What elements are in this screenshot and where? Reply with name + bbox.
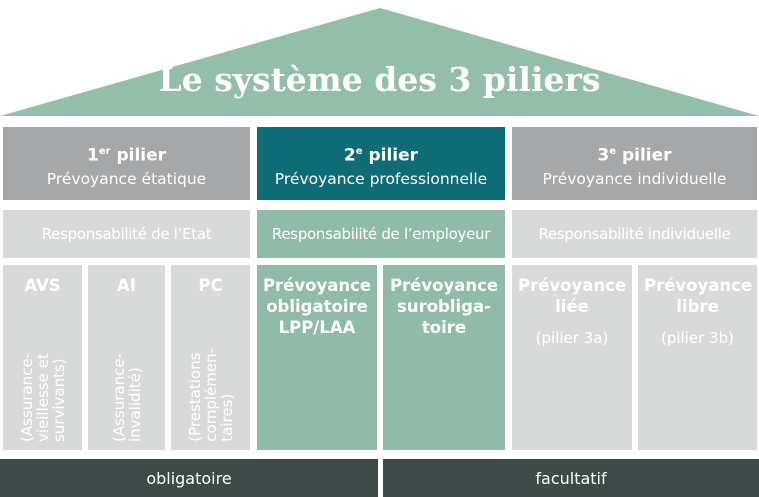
pillar-1-header: 1er pilier Prévoyance étatique xyxy=(3,127,250,200)
pillar-name: Prévoyance individuelle xyxy=(542,169,727,188)
box-avs: AVS (Assurance- vieillesse et survivants… xyxy=(3,265,82,450)
pillar-3-header: 3e pilier Prévoyance individuelle xyxy=(512,127,757,200)
box-3b: Prévoyance libre (pilier 3b) xyxy=(638,265,757,450)
roof xyxy=(0,8,759,116)
box-heading: AVS xyxy=(24,276,61,295)
box-heading: AI xyxy=(117,276,136,295)
pillar-2-header: 2e pilier Prévoyance professionnelle xyxy=(257,127,505,200)
pillar-sup: er xyxy=(98,146,111,157)
pillar-word: pilier xyxy=(621,145,672,166)
pillar-number: 2 xyxy=(343,145,356,166)
box-description: (Assurance- vieillesse et survivants) xyxy=(17,352,68,442)
pillar-name: Prévoyance professionnelle xyxy=(274,169,488,188)
pillar-sup: e xyxy=(609,146,617,157)
box-heading: Prévoyance surobliga-toire xyxy=(389,276,499,337)
diagram-title: Le système des 3 piliers xyxy=(158,60,601,99)
box-heading: Prévoyance liée xyxy=(518,276,627,316)
box-surobligatoire: Prévoyance surobliga-toire xyxy=(383,265,505,450)
responsibility-employer: Responsabilité de l’employeur xyxy=(257,210,505,258)
box-description: (Assurance- invalidité) xyxy=(109,352,144,442)
pillar-sup: e xyxy=(355,146,363,157)
responsibility-individual: Responsabilité individuelle xyxy=(512,210,757,258)
box-ai: AI (Assurance- invalidité) xyxy=(88,265,165,450)
box-description: (Prestations complémen- taires) xyxy=(185,348,236,442)
box-heading: Prévoyance libre xyxy=(644,276,753,316)
box-heading: Prévoyance obligatoire LPP/LAA xyxy=(262,276,372,337)
pillar-name: Prévoyance étatique xyxy=(46,169,207,188)
box-3a: Prévoyance liée (pilier 3a) xyxy=(512,265,632,450)
pillar-word: pilier xyxy=(116,145,167,166)
box-pc: PC (Prestations complémen- taires) xyxy=(171,265,250,450)
pillar-number: 1 xyxy=(86,145,99,166)
roof-triangle xyxy=(0,8,759,116)
footer-obligatoire: obligatoire xyxy=(0,459,378,497)
box-heading: PC xyxy=(198,276,223,295)
box-note: (pilier 3b) xyxy=(661,329,734,347)
box-lpp: Prévoyance obligatoire LPP/LAA xyxy=(257,265,377,450)
box-note: (pilier 3a) xyxy=(535,329,609,347)
pillar-number: 3 xyxy=(597,145,610,166)
footer-facultatif: facultatif xyxy=(383,459,759,497)
responsibility-state: Responsabilité de l’Etat xyxy=(3,210,250,258)
pillar-word: pilier xyxy=(368,145,419,166)
